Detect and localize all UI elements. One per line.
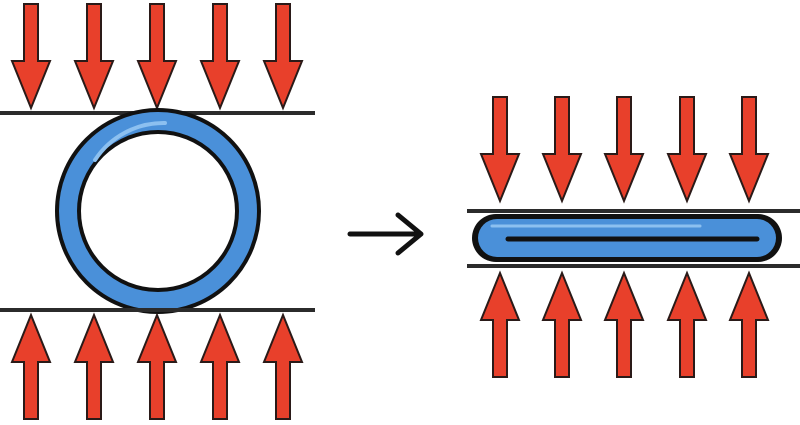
- red-arrow-icon: [667, 272, 707, 378]
- after-state: [467, 96, 800, 378]
- red-arrow-icon: [200, 314, 240, 420]
- red-arrow-icon: [74, 314, 114, 420]
- red-arrow-icon: [667, 96, 707, 202]
- red-arrow-icon: [729, 96, 769, 202]
- red-arrow-icon: [11, 3, 51, 109]
- red-arrow-icon: [263, 3, 303, 109]
- red-arrow-icon: [542, 272, 582, 378]
- red-arrow-icon: [137, 314, 177, 420]
- red-arrow-icon: [480, 96, 520, 202]
- red-arrow-icon: [542, 96, 582, 202]
- red-arrow-icon: [480, 272, 520, 378]
- bottom-arrows-group: [11, 314, 303, 420]
- flattened-tube: [472, 214, 782, 262]
- red-arrow-icon: [74, 3, 114, 109]
- right-arrow-icon: [347, 212, 424, 256]
- before-state: [0, 3, 315, 420]
- red-arrow-icon: [604, 272, 644, 378]
- red-arrow-icon: [263, 314, 303, 420]
- red-arrow-icon: [11, 314, 51, 420]
- ring-tube: [55, 108, 261, 314]
- red-arrow-icon: [200, 3, 240, 109]
- red-arrow-icon: [604, 96, 644, 202]
- red-arrow-icon: [729, 272, 769, 378]
- bottom-arrows-group: [480, 272, 769, 378]
- top-arrows-group: [480, 96, 769, 202]
- red-arrow-icon: [137, 3, 177, 109]
- top-arrows-group: [11, 3, 303, 109]
